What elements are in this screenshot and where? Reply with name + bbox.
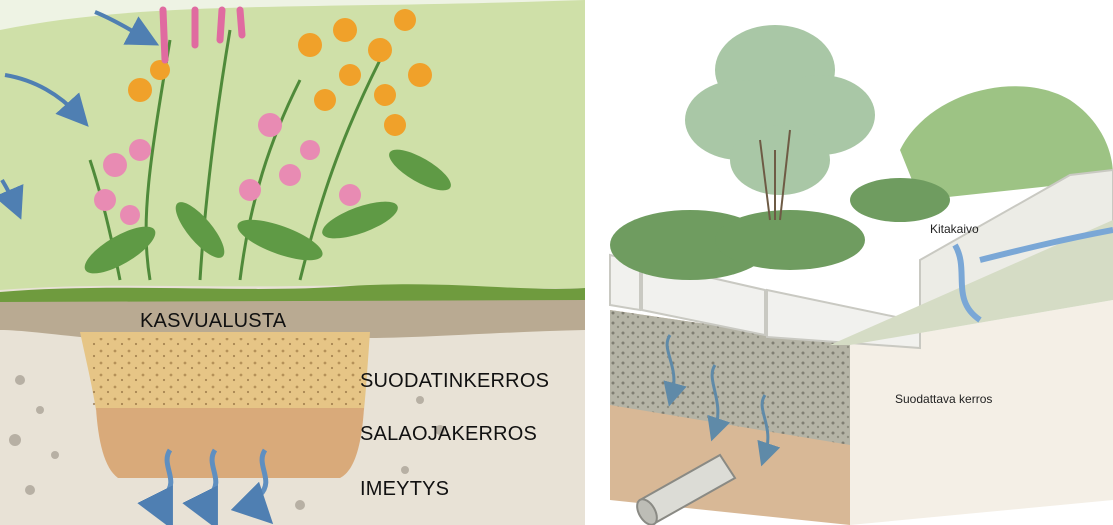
label-drainage-layer: SALAOJAKERROS: [360, 423, 537, 446]
label-filtering-layer: Suodattava kerros: [895, 392, 992, 406]
street-planter-diagram: Kitakaivo Suodattava kerros: [600, 0, 1113, 525]
drainage-layer: [96, 408, 364, 478]
street-planter-illustration: [600, 0, 1113, 525]
rain-garden-illustration: [0, 0, 585, 525]
label-gutter-well: Kitakaivo: [930, 222, 979, 236]
label-infiltration: IMEYTYS: [360, 478, 449, 501]
rain-garden-diagram: KASVUALUSTA SUODATINKERROS SALAOJAKERROS…: [0, 0, 585, 525]
label-growing-medium: KASVUALUSTA: [140, 310, 286, 333]
shrub: [685, 25, 875, 195]
label-filter-layer: SUODATINKERROS: [360, 370, 549, 393]
